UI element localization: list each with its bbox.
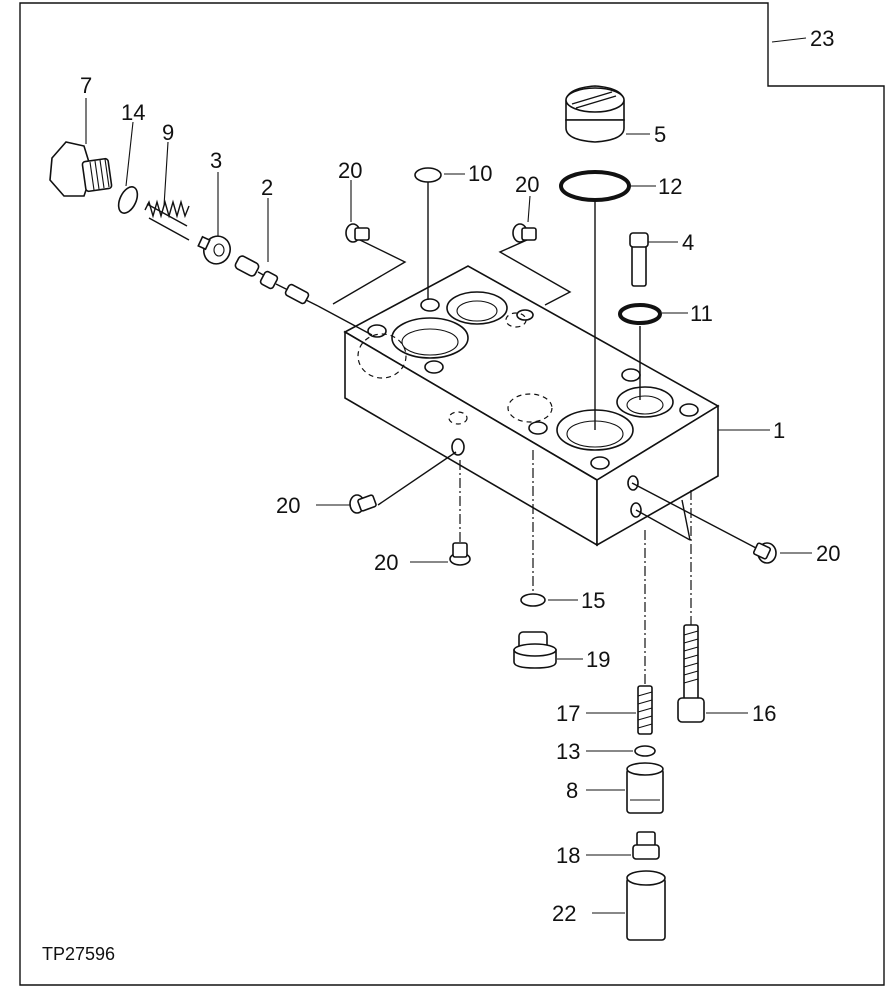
cap-screw-16 <box>677 624 705 723</box>
callout-8: 8 <box>566 778 578 803</box>
spring-9 <box>144 199 190 241</box>
callout-10: 10 <box>468 161 492 186</box>
screw-20-left-side <box>349 494 377 514</box>
plug-19 <box>513 631 557 669</box>
o-ring-12 <box>559 170 631 202</box>
callout-19: 19 <box>586 647 610 672</box>
callout-20-bottom: 20 <box>374 550 398 575</box>
callout-14: 14 <box>121 100 145 125</box>
callout-1: 1 <box>773 418 785 443</box>
callout-16: 16 <box>752 701 776 726</box>
stud-17 <box>637 685 653 735</box>
screw-20-top-right <box>512 223 537 243</box>
figure-id: TP27596 <box>42 944 115 964</box>
valve-stem-2 <box>234 255 319 307</box>
callout-20-right-side: 20 <box>816 541 840 566</box>
o-ring-14 <box>117 186 139 214</box>
callout-20-top-right: 20 <box>515 172 539 197</box>
o-ring-10 <box>414 167 442 183</box>
callout-20-left-side: 20 <box>276 493 300 518</box>
o-ring-11 <box>618 303 662 325</box>
callout-11: 11 <box>690 301 713 326</box>
poppet-3 <box>197 235 231 265</box>
callout-5: 5 <box>654 122 666 147</box>
screw-20-top-left <box>345 223 370 243</box>
callout-15: 15 <box>581 588 605 613</box>
callout-13: 13 <box>556 739 580 764</box>
callout-7: 7 <box>80 73 92 98</box>
screw-20-right-side <box>752 542 777 564</box>
callout-18: 18 <box>556 843 580 868</box>
fitting-18 <box>632 831 660 860</box>
callout-3: 3 <box>210 148 222 173</box>
plug-7 <box>49 141 113 197</box>
assembly-lines <box>317 182 757 686</box>
callout-20-top-left: 20 <box>338 158 362 183</box>
sleeve-8 <box>626 762 664 814</box>
valve-block <box>343 265 720 547</box>
callout-2: 2 <box>261 175 273 200</box>
callout-4: 4 <box>682 230 694 255</box>
diagram-frame <box>19 2 885 986</box>
callout-9: 9 <box>162 120 174 145</box>
o-ring-13 <box>634 745 656 757</box>
cap-5 <box>565 85 625 143</box>
callout-22: 22 <box>552 901 576 926</box>
o-ring-15 <box>520 593 546 607</box>
leader-lines <box>85 37 812 914</box>
callout-17: 17 <box>556 701 580 726</box>
pin-4 <box>629 232 649 287</box>
callout-23: 23 <box>810 26 834 51</box>
screw-20-bottom <box>449 542 471 566</box>
callout-12: 12 <box>658 174 682 199</box>
bushing-22 <box>626 870 666 941</box>
